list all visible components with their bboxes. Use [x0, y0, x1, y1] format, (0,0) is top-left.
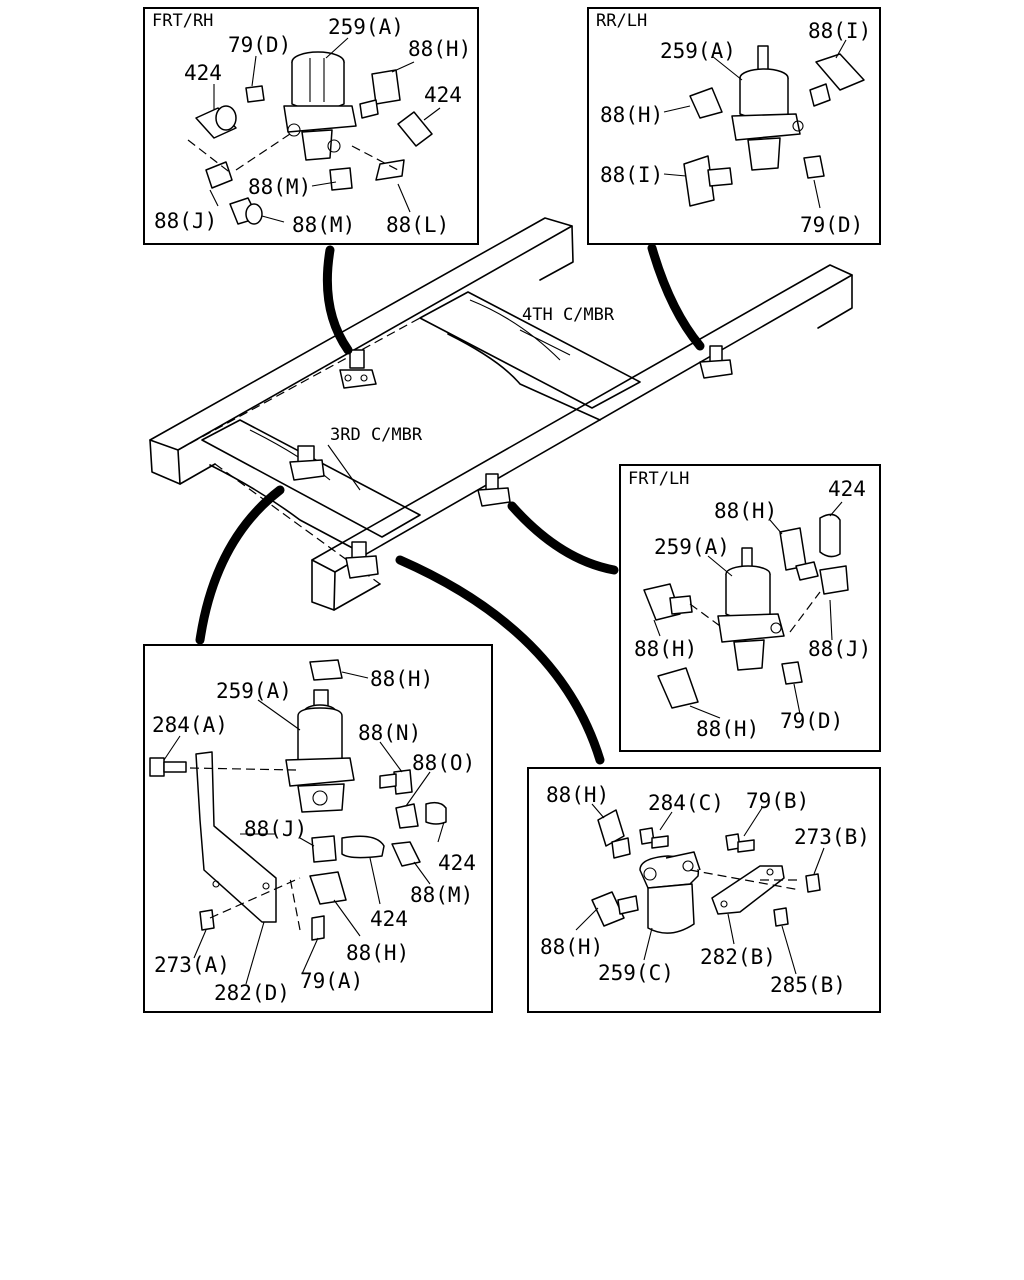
frt-rh-label-88m-upper: 88(M) — [248, 175, 311, 199]
frt-rh-label-88m-lower: 88(M) — [292, 213, 355, 237]
lower-left-label-79a: 79(A) — [300, 969, 363, 993]
panel-rr-lh-header: RR/LH — [596, 11, 647, 31]
lower-left-label-273a: 273(A) — [154, 953, 230, 977]
lower-left-label-88n: 88(N) — [358, 721, 421, 745]
lower-right-label-282b: 282(B) — [700, 945, 776, 969]
frt-rh-label-259a: 259(A) — [328, 15, 404, 39]
frt-lh-label-88h-left: 88(H) — [634, 637, 697, 661]
frame-valve-lower-left — [289, 445, 325, 481]
lower-right-label-88h-bottom: 88(H) — [540, 935, 603, 959]
lower-left-label-284a: 284(A) — [152, 713, 228, 737]
panel-rr-lh — [587, 7, 881, 245]
lower-right-label-88h-top: 88(H) — [546, 783, 609, 807]
frt-lh-label-79d: 79(D) — [780, 709, 843, 733]
panel-lower-left — [143, 644, 493, 1013]
frame-valve-lower-right — [345, 541, 379, 579]
frt-rh-label-424-left: 424 — [184, 61, 222, 85]
lower-left-label-424-right: 424 — [438, 851, 476, 875]
panel-lower-right — [527, 767, 881, 1013]
lower-left-label-88h-top: 88(H) — [370, 667, 433, 691]
lower-left-label-259a: 259(A) — [216, 679, 292, 703]
panel-frt-lh-header: FRT/LH — [628, 469, 689, 489]
valve-259c — [639, 851, 701, 934]
rr-lh-label-79d: 79(D) — [800, 213, 863, 237]
rr-lh-label-88i-lower: 88(I) — [600, 163, 663, 187]
solenoid-valve-259a-rr — [731, 45, 804, 171]
frt-lh-label-424: 424 — [828, 477, 866, 501]
third-crossmember-label: 3RD C/MBR — [330, 425, 423, 445]
frt-lh-label-259a: 259(A) — [654, 535, 730, 559]
frt-lh-label-88j: 88(J) — [808, 637, 871, 661]
frt-rh-label-88h: 88(H) — [408, 37, 471, 61]
frt-rh-label-88l: 88(L) — [386, 213, 449, 237]
solenoid-valve-259a-lower — [285, 689, 355, 813]
rr-lh-label-88h: 88(H) — [600, 103, 663, 127]
lower-right-label-259c: 259(C) — [598, 961, 674, 985]
frt-rh-label-424-right: 424 — [424, 83, 462, 107]
solenoid-valve-259a-frt-lh — [717, 547, 785, 671]
lower-left-label-88h-bottom: 88(H) — [346, 941, 409, 965]
frt-lh-label-88h-lower: 88(H) — [696, 717, 759, 741]
frt-rh-label-88j: 88(J) — [154, 209, 217, 233]
rr-lh-label-88i-upper: 88(I) — [808, 19, 871, 43]
frame-valve-rr-lh — [699, 345, 733, 379]
lower-left-label-424-center: 424 — [370, 907, 408, 931]
lower-left-label-282d: 282(D) — [214, 981, 290, 1005]
frame-valve-frt-rh — [339, 349, 377, 389]
frt-lh-label-88h-upper: 88(H) — [714, 499, 777, 523]
lower-right-label-285b: 285(B) — [770, 973, 846, 997]
lower-right-label-284c: 284(C) — [648, 791, 724, 815]
lower-right-label-273b: 273(B) — [794, 825, 870, 849]
lower-left-label-88m: 88(M) — [410, 883, 473, 907]
panel-frt-rh-header: FRT/RH — [152, 11, 213, 31]
lower-left-label-88o: 88(O) — [412, 751, 475, 775]
frame-valve-frt-lh — [477, 473, 511, 507]
chassis-frame — [149, 217, 853, 611]
solenoid-valve-259a — [283, 51, 357, 161]
connector-arcs — [195, 243, 705, 765]
rr-lh-label-259a: 259(A) — [660, 39, 736, 63]
panel-frt-rh — [143, 7, 479, 245]
fourth-crossmember-label: 4TH C/MBR — [522, 305, 615, 325]
panel-frt-lh — [619, 464, 881, 752]
lower-right-label-79b: 79(B) — [746, 789, 809, 813]
lower-left-label-88j: 88(J) — [244, 817, 307, 841]
frt-rh-label-79d: 79(D) — [228, 33, 291, 57]
